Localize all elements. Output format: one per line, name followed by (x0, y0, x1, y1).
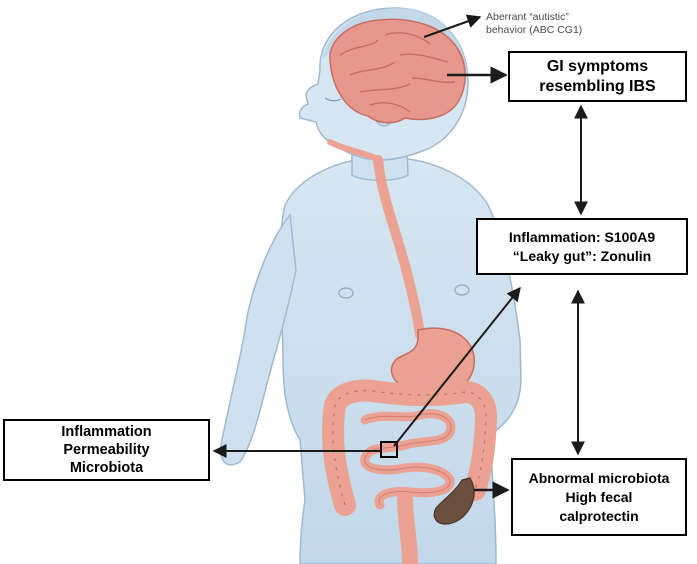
focus-square (380, 441, 398, 458)
gi-symptoms-line1: GI symptoms (546, 57, 649, 75)
gut-factors-box: Inflammation Permeability Microbiota (3, 419, 210, 481)
inflammation-markers-line1: Inflammation: S100A9 (508, 228, 656, 245)
microbiota-line2: High fecal (565, 488, 633, 505)
brain-annotation-line1: Aberrant “autistic” (486, 11, 569, 23)
right-nipple (454, 284, 470, 296)
gut-factors-line2: Permeability (63, 442, 150, 458)
brain (329, 18, 466, 124)
arrows (212, 14, 588, 499)
brain-annotation: Aberrant “autistic” behavior (ABC CG1) (486, 11, 582, 37)
left-arm (220, 213, 297, 466)
microbiota-box: Abnormal microbiota High fecal calprotec… (511, 458, 687, 536)
gi-symptoms-box: GI symptoms resembling IBS (508, 51, 687, 102)
gut-factors-line1: Inflammation (61, 424, 152, 440)
arrow-to-brain-note (423, 14, 482, 38)
microbiota-line3: calprotectin (559, 507, 639, 524)
brain-annotation-line2: behavior (ABC CG1) (486, 24, 583, 36)
gi-symptoms-line2: resembling IBS (539, 77, 656, 95)
rectum (397, 492, 418, 564)
throat (327, 139, 378, 161)
closed-eye (324, 97, 342, 102)
arrow-square-to-infl (393, 286, 521, 447)
stool (433, 477, 475, 525)
inflammation-markers-box: Inflammation: S100A9 “Leaky gut”: Zonuli… (476, 218, 688, 275)
inflammation-markers-line2: “Leaky gut”: Zonulin (512, 247, 652, 264)
left-nipple (338, 287, 354, 299)
esophagus (373, 155, 425, 340)
microbiota-line1: Abnormal microbiota (528, 469, 670, 486)
large-intestine (322, 379, 498, 516)
gut-factors-line3: Microbiota (69, 460, 144, 476)
